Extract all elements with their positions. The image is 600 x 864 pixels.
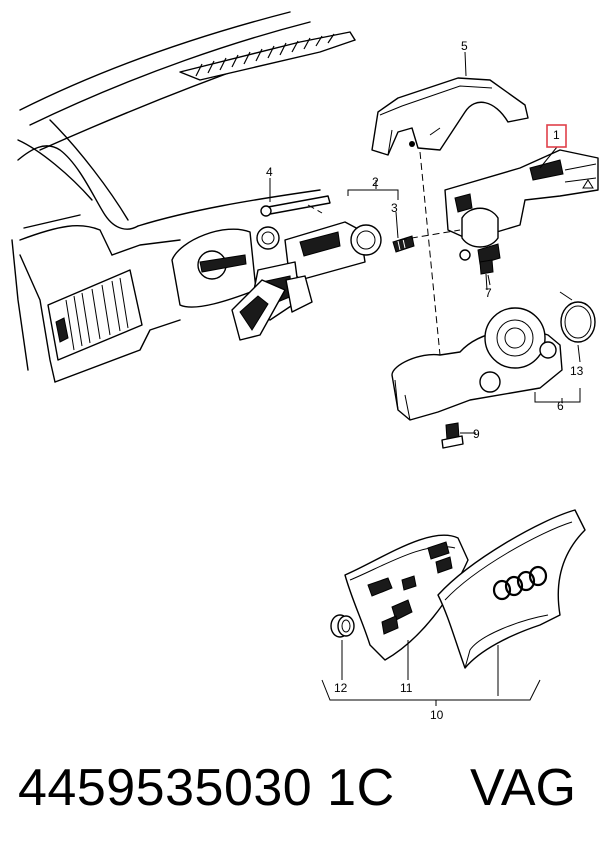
upper-shroud [371, 77, 529, 156]
callout-6: 6 [557, 399, 564, 413]
screw-7 [479, 259, 494, 291]
horn-pad-cover [437, 509, 586, 669]
combination-switch [444, 149, 599, 265]
callout-9: 9 [473, 427, 480, 441]
callout-13: 13 [570, 364, 584, 378]
callout-4: 4 [266, 165, 273, 179]
callout-12: 12 [334, 681, 348, 695]
leader-lines-horn [321, 640, 541, 706]
callout-labels: 5 4 2 3 1 7 13 6 9 12 11 10 [266, 39, 584, 722]
callout-2: 2 [372, 175, 379, 189]
callout-3: 3 [391, 201, 398, 215]
callout-1: 1 [553, 128, 560, 142]
lock-housing [231, 221, 382, 341]
assembly-axis-lines [307, 151, 461, 356]
callout-11: 11 [400, 681, 413, 695]
spring-ring-13 [559, 291, 596, 343]
callout-10: 10 [430, 708, 444, 722]
lower-shroud [391, 307, 563, 421]
contact-ring-12 [330, 614, 355, 638]
callout-7: 7 [485, 286, 492, 300]
part-number: 4459535030 1C [18, 759, 395, 817]
bolt-4 [260, 195, 331, 217]
dashboard [11, 11, 356, 383]
brand-name: VAG [470, 759, 576, 817]
horn-pad-backplate-11 [344, 534, 469, 661]
screw-9 [441, 422, 464, 449]
leader-lines [269, 51, 581, 434]
callout-1-highlight [546, 124, 567, 148]
callout-5: 5 [461, 39, 468, 53]
screw-3 [392, 235, 415, 253]
